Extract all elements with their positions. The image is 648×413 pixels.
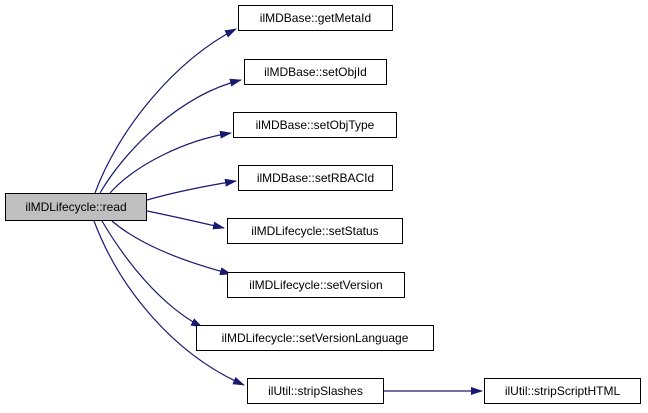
edge-read-to-setVersion	[111, 220, 232, 276]
node-ilMDLifecycle-setStatus[interactable]: ilMDLifecycle::setStatus	[227, 218, 403, 244]
node-ilMDLifecycle-read: ilMDLifecycle::read	[5, 193, 147, 221]
edge-read-to-setObjId	[99, 78, 242, 194]
node-ilMDLifecycle-setVersion[interactable]: ilMDLifecycle::setVersion	[227, 272, 405, 298]
edge-read-to-setObjType	[109, 130, 232, 194]
node-ilUtil-stripScriptHTML[interactable]: ilUtil::stripScriptHTML	[484, 378, 641, 404]
node-ilMDLifecycle-setVersionLanguage[interactable]: ilMDLifecycle::setVersionLanguage	[196, 325, 434, 351]
node-ilUtil-stripSlashes[interactable]: ilUtil::stripSlashes	[247, 378, 384, 404]
edge-read-to-setRBACId	[146, 178, 237, 201]
edge-read-to-stripSlashes	[93, 220, 245, 386]
node-ilMDBase-setRBACId[interactable]: ilMDBase::setRBACId	[238, 165, 393, 191]
edge-read-to-getMetaId	[94, 28, 237, 194]
node-ilMDBase-getMetaId[interactable]: ilMDBase::getMetaId	[238, 5, 393, 31]
edge-read-to-setStatus	[146, 210, 225, 230]
node-ilMDBase-setObjId[interactable]: ilMDBase::setObjId	[244, 59, 387, 85]
edge-read-to-setVersionLanguage	[101, 220, 203, 328]
node-ilMDBase-setObjType[interactable]: ilMDBase::setObjType	[233, 112, 397, 138]
